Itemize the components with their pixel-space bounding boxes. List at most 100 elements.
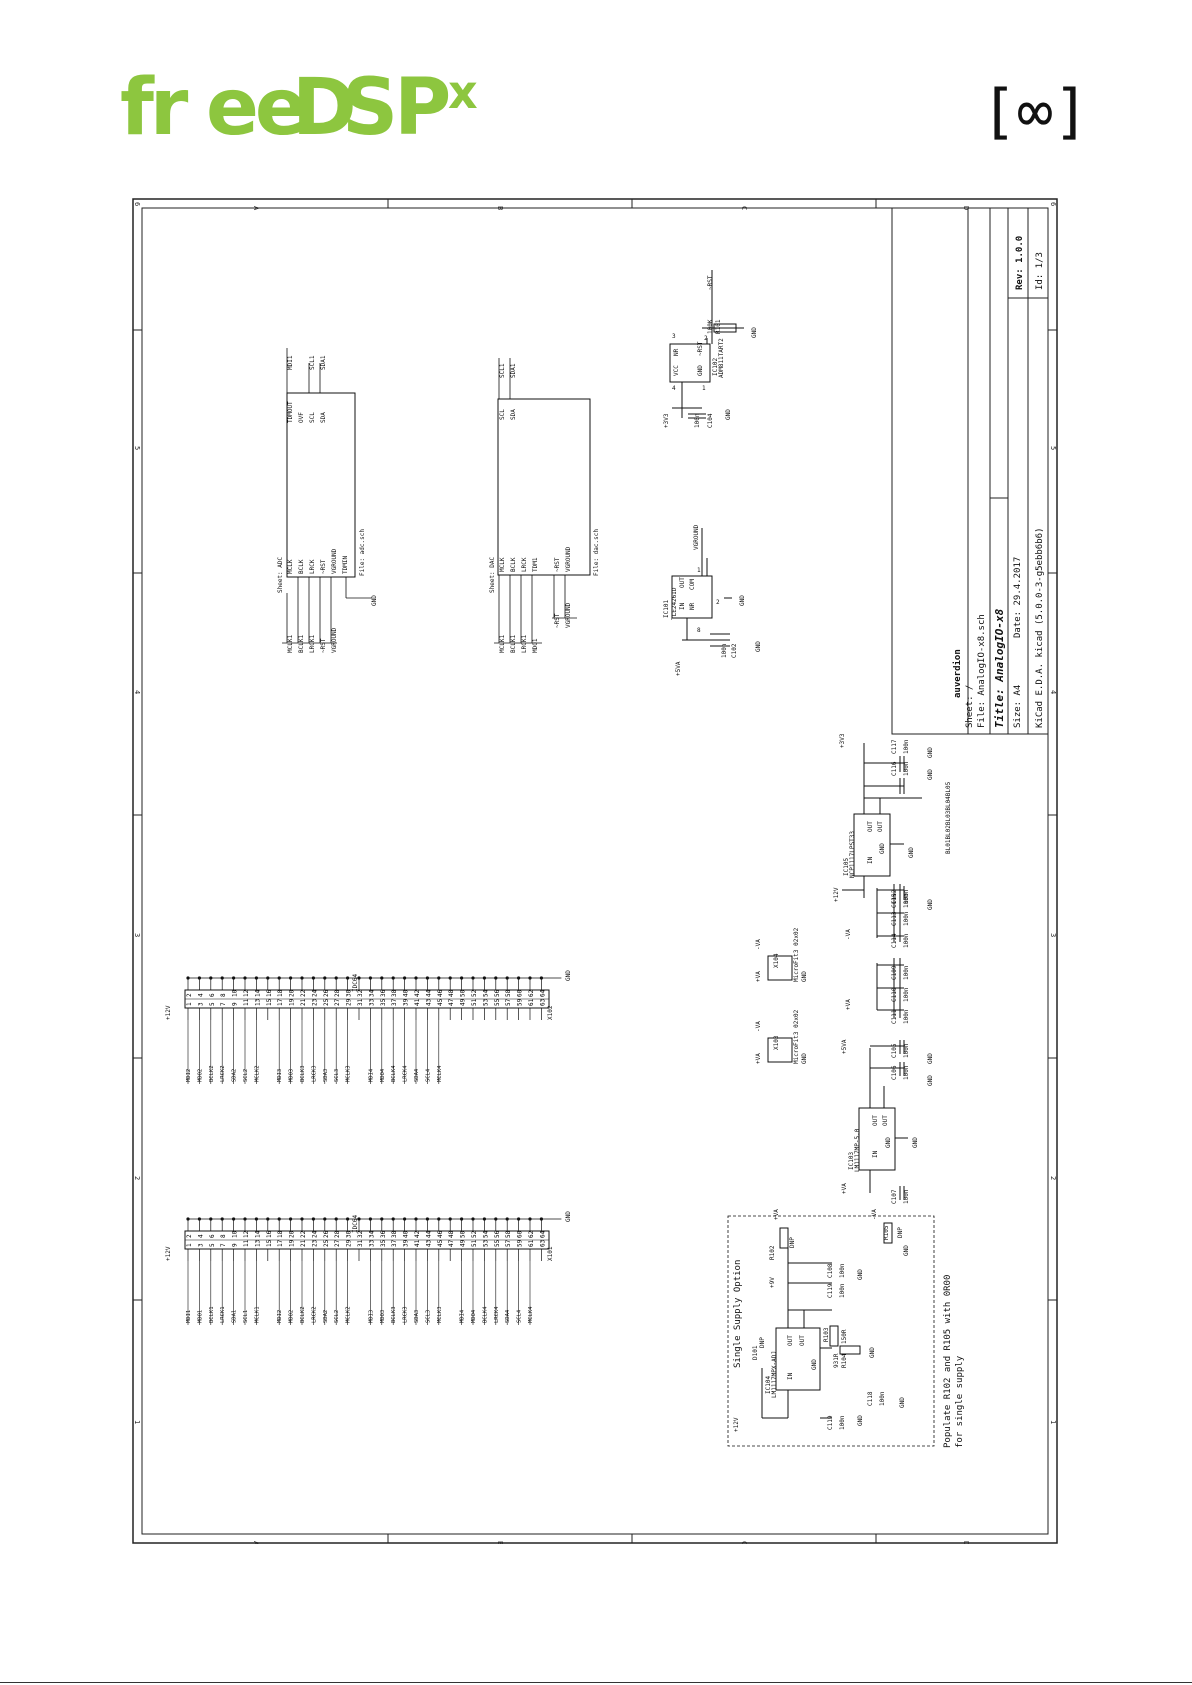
row-6-left: 6 [133, 202, 141, 206]
x101-pin-odd: 33 [368, 1239, 375, 1247]
ic102-pin-nr: NR [673, 348, 680, 356]
r101-val: 100K [707, 319, 714, 334]
single-supply-title: Single Supply Option [733, 1260, 743, 1368]
infinity-mark-icon: [∞] [990, 77, 1080, 147]
x101-pin-odd: 35 [380, 1239, 387, 1247]
x101-pin-even: 14 [254, 1230, 261, 1238]
adc-net-mclk1: MCLK1 [287, 635, 294, 653]
x102-pin-even: 32 [357, 989, 364, 997]
x102-pin-even: 36 [380, 989, 387, 997]
adc-sheet-name: Sheet: ADC [277, 556, 284, 593]
x102-pin-even: 40 [403, 989, 410, 997]
x101-pin-even: 44 [425, 1230, 432, 1238]
c110-val: 100n [903, 987, 910, 1002]
x101-net-label: SDA3 [414, 1310, 420, 1323]
frame-ticks [133, 199, 1057, 1543]
x102-pin-odd: 21 [300, 998, 307, 1006]
gnd-c106: GND [927, 1075, 934, 1086]
net-12v-b: +12V [733, 1417, 740, 1432]
r104-ref: R104 [841, 1353, 848, 1368]
dac-net-scl1: SCL1 [499, 363, 506, 378]
x101-net-label: MDI1 [186, 1310, 192, 1323]
x101-pin-odd: 27 [334, 1239, 341, 1247]
x102-pwr: +12V [165, 1005, 172, 1020]
net-9v: +9V [769, 1277, 776, 1288]
adc-net-vground: VGROUND [331, 627, 338, 653]
x102-ref: X102 [547, 1005, 554, 1020]
x103-mva: -VA [755, 1021, 762, 1032]
ic101-ref: IC101 [663, 600, 670, 618]
x102-pin-even: 24 [311, 989, 318, 997]
x102-net-label: MDI2 [186, 1069, 192, 1082]
x102-pin-even: 2 [186, 993, 193, 997]
x101-pin-even: 20 [289, 1230, 296, 1238]
x102-pin-even: 16 [266, 989, 273, 997]
title-block: auverdion Sheet: / File: AnalogIO-x8.sch… [891, 207, 1049, 735]
c113b-ref: C119 [827, 1283, 834, 1298]
x101-net-label: SCL2 [334, 1310, 340, 1323]
ic102-part: ADM811TART2 [718, 338, 725, 378]
x102-pin-odd: 51 [471, 998, 478, 1006]
x103-part: MicroFit3 02x02 [793, 1009, 800, 1064]
row-3-right: 3 [1049, 933, 1057, 937]
ic105-gnd: GND [908, 847, 915, 858]
x102-pin-even: 34 [368, 989, 375, 997]
c106-val: 100n [903, 1065, 910, 1080]
x101-pin-odd: 63 [539, 1239, 546, 1247]
c109-val: 100n [903, 965, 910, 980]
x101-pin-odd: 29 [346, 1239, 353, 1247]
ic102-net-3v3: +3V3 [663, 413, 670, 428]
c113-val: 100n [903, 911, 910, 926]
x102-pin-odd: 49 [460, 998, 467, 1006]
tb-date: Date: 29.4.2017 [1013, 557, 1023, 638]
ic103-in: IN [872, 1150, 879, 1158]
tb-sheet: Sheet: / [965, 685, 975, 728]
row-1-right: 1 [1049, 1420, 1057, 1424]
ic105-out2: OUT [877, 821, 884, 832]
x102-net-label: BCLK2 [209, 1065, 215, 1082]
x102-pin-odd: 25 [323, 998, 330, 1006]
x101-pin-even: 16 [266, 1230, 273, 1238]
adc-net-rst: ~RST [320, 638, 327, 653]
c111-ref: C111 [891, 1009, 898, 1024]
x101-pin-even: 30 [346, 1230, 353, 1238]
row-6-right: 6 [1049, 202, 1057, 206]
ic102-pin4: 4 [672, 385, 676, 392]
gnd-c105: GND [927, 1053, 934, 1064]
freedsp-logo: fr ee D SP x [120, 72, 478, 152]
ic101-pin2: 2 [716, 599, 720, 606]
d101-dnp: DNP [759, 1337, 766, 1348]
tb-file: File: AnalogIO-x8.sch [977, 614, 987, 728]
x101-pin-odd: 49 [460, 1239, 467, 1247]
ic104-part: LM1117MPX-ADJ [771, 1351, 778, 1398]
x104-ref: X104 [773, 953, 780, 968]
adc-pin-ovf: OVF [298, 412, 305, 423]
x102-net-label: BCLK3 [300, 1065, 306, 1082]
ic102-pin2: 2 [704, 335, 708, 342]
r102-dnp: DNP [789, 1237, 796, 1248]
ic103-part: LM1117MP-5.0 [854, 1128, 861, 1172]
dac-pin-vground: VGROUND [565, 546, 572, 572]
x102-pin-odd: 33 [368, 998, 375, 1006]
ic101-pin8: 8 [697, 627, 701, 634]
x101-net-label: MCLK4 [528, 1306, 534, 1323]
x102-pin-odd: 11 [243, 998, 250, 1006]
dac-net-mdo1: MDO1 [532, 638, 539, 653]
x101-pin-even: 8 [220, 1234, 227, 1238]
dac-net-bclk1: BCLK1 [510, 635, 517, 653]
ic104-ref: IC104 [765, 1376, 772, 1394]
x101-net-label: SCL1 [243, 1310, 249, 1323]
adc-sheet-file: File: adc.sch [359, 529, 366, 576]
x102-net-label: MDO4 [380, 1068, 386, 1082]
x101-net-label: MDO1 [197, 1310, 203, 1323]
x101-pin-odd: 41 [414, 1239, 421, 1247]
x101-pin-even: 54 [482, 1230, 489, 1238]
x103-ref: X103 [773, 1035, 780, 1050]
x101-pin-even: 48 [448, 1230, 455, 1238]
x101-net-label: MDI2 [277, 1310, 283, 1323]
x101-net-label: SDA4 [505, 1309, 511, 1323]
adc-pin-lrck: LRCK [309, 559, 316, 574]
x102-pin-odd: 3 [197, 1002, 204, 1006]
x104-pva: +VA [755, 971, 762, 982]
